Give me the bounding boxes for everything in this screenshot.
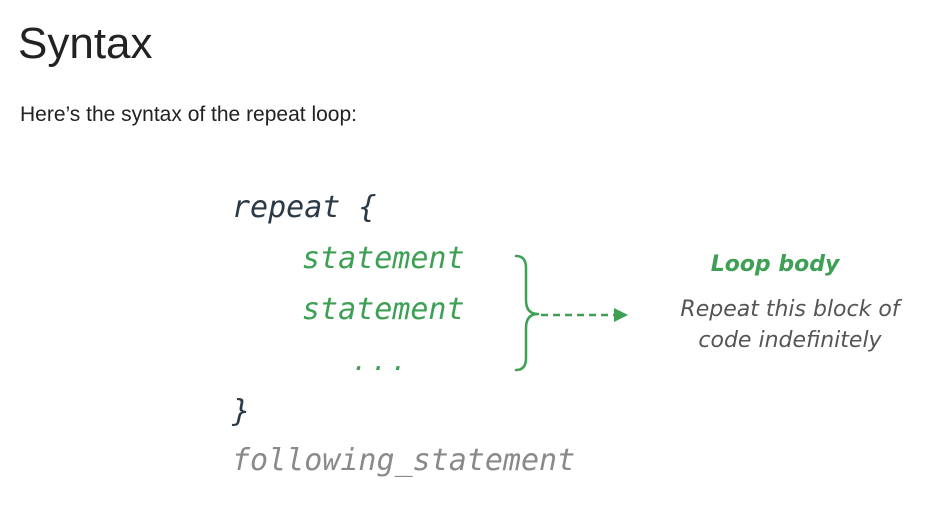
loop-body-description-line-2: code indefinitely [698,328,882,353]
repeat-close-brace: } [232,394,251,429]
loop-body-description-line-1: Repeat this block of [680,297,900,322]
page-title: Syntax [18,19,153,68]
curly-brace-icon [514,254,540,372]
loop-statement-1: statement [302,241,465,276]
intro-text: Here’s the syntax of the repeat loop: [20,103,357,126]
loop-body-description: Repeat this block of code indefinitely [660,294,920,356]
following-statement: following_statement [232,443,576,478]
dashed-arrow-icon [541,308,628,322]
loop-body-label: Loop body [710,252,840,277]
repeat-open-line: repeat { [232,190,377,225]
loop-ellipsis: ... [352,347,411,377]
loop-statement-2: statement [302,292,465,327]
